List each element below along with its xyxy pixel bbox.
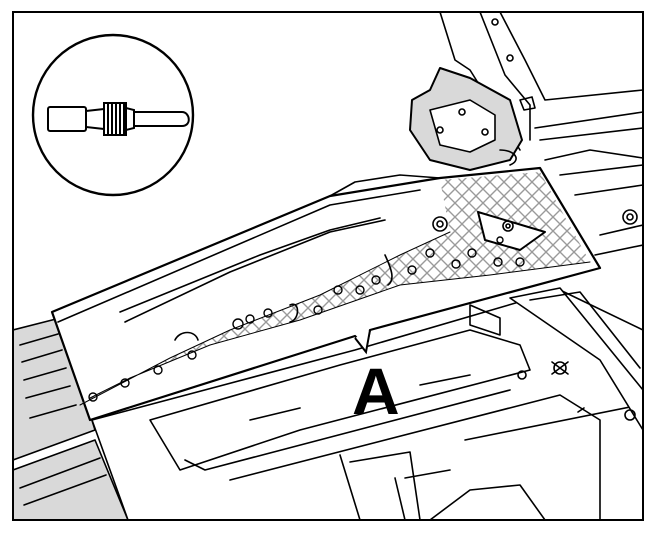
left-lower-panel (13, 439, 129, 520)
connector-inset (31, 33, 195, 197)
figure-frame (12, 11, 644, 521)
part-label: A (352, 354, 400, 428)
floor-pan (91, 289, 643, 520)
connector-plug-icon (47, 102, 190, 136)
right-rail (509, 287, 643, 431)
weld-holes (88, 236, 525, 402)
crosshatch-weld-area (80, 172, 590, 405)
part-pointer (354, 329, 371, 355)
